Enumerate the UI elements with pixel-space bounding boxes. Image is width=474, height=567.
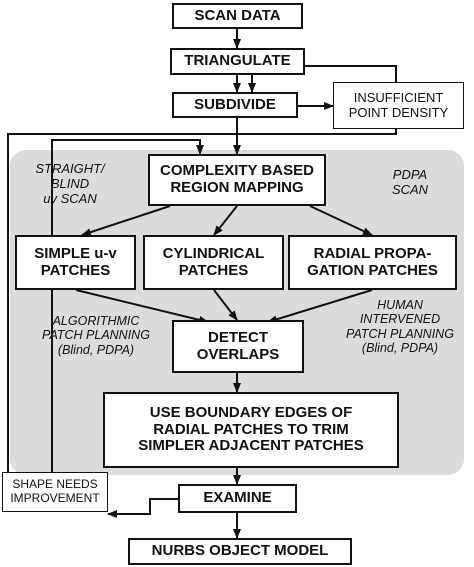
insufficient-point-density-box: INSUFFICIENT POINT DENSITY	[333, 82, 464, 129]
use-boundary-line-3: SIMPLER ADJACENT PATCHES	[138, 437, 364, 455]
pdpa-line-2: SCAN	[391, 181, 429, 197]
human-intervened-patch-planning-label: HUMAN INTERVENED PATCH PLANNING (Blind, …	[330, 298, 470, 356]
use-boundary-line-1: USE BOUNDARY EDGES OF	[149, 403, 353, 421]
arrow-examine-to-shape	[107, 498, 178, 518]
straight-blind-uv-scan-label: STRAIGHT/ BLIND uv SCAN	[10, 161, 130, 207]
arrow-complexity-to-cylindrical	[213, 205, 238, 236]
straight-line-1: STRAIGHT/	[35, 161, 105, 176]
complexity-mapping-box: COMPLEXITY BASED REGION MAPPING	[148, 154, 326, 206]
pdpa-scan-label: PDPA SCAN	[370, 167, 450, 198]
detect-line-2: OVERLAPS	[196, 345, 280, 363]
arrow-radial-to-detect	[267, 289, 373, 324]
cylindrical-line-2: PATCHES	[178, 261, 249, 279]
detect-overlaps-box: DETECT OVERLAPS	[172, 320, 304, 373]
arrow-simple-to-detect	[75, 289, 209, 324]
arrow-complexity-to-radial	[309, 205, 373, 236]
arrow-cylindrical-to-detect	[213, 289, 238, 321]
insufficient-line-1: INSUFFICIENT	[353, 89, 444, 105]
human-line-2: INTERVENED	[359, 312, 441, 327]
algorithmic-patch-planning-label: ALGORITHMIC PATCH PLANNING (Blind, PDPA)	[26, 314, 166, 357]
arrow-insufficient-to-subdivide	[248, 65, 397, 93]
algorithmic-line-1: ALGORITHMIC	[52, 314, 140, 328]
triangulate-box: TRIANGULATE	[170, 48, 305, 75]
straight-line-3: uv SCAN	[43, 190, 97, 206]
simple-line-1: SIMPLE u-v	[34, 244, 117, 262]
use-boundary-edges-box: USE BOUNDARY EDGES OF RADIAL PATCHES TO …	[103, 392, 399, 468]
arrow-complexity-to-simple	[81, 205, 171, 236]
simple-line-2: PATCHES	[40, 261, 111, 279]
shape-needs-improvement-box: SHAPE NEEDS IMPROVEMENT	[2, 472, 108, 512]
detect-line-1: DETECT	[208, 328, 268, 346]
pdpa-line-1: PDPA	[392, 167, 428, 182]
insufficient-line-2: POINT DENSITY	[348, 104, 449, 120]
examine-box: EXAMINE	[178, 484, 297, 513]
human-line-3: PATCH PLANNING	[346, 326, 454, 341]
complexity-line-2: REGION MAPPING	[170, 179, 304, 196]
human-line-1: HUMAN	[377, 298, 423, 312]
scan-data-box: SCAN DATA	[172, 3, 303, 29]
arrow-shape-to-complexity	[51, 139, 204, 472]
algorithmic-line-2: PATCH PLANNING	[42, 328, 150, 343]
cylindrical-patches-box: CYLINDRICAL PATCHES	[143, 235, 284, 290]
radial-propagation-patches-box: RADIAL PROPA- GATION PATCHES	[288, 235, 457, 290]
simple-uv-patches-box: SIMPLE u-v PATCHES	[15, 235, 136, 290]
straight-line-2: BLIND	[50, 175, 90, 191]
subdivide-box: SUBDIVIDE	[172, 92, 298, 118]
shape-line-2: IMPROVEMENT	[10, 491, 100, 505]
radial-line-1: RADIAL PROPA-	[313, 244, 432, 262]
cylindrical-line-1: CYLINDRICAL	[162, 244, 265, 262]
complexity-line-1: COMPLEXITY BASED	[160, 162, 314, 180]
arrow-insufficient-feedback	[7, 129, 397, 472]
nurbs-object-model-box: NURBS OBJECT MODEL	[128, 538, 352, 565]
algorithmic-line-3: (Blind, PDPA)	[57, 342, 135, 357]
use-boundary-line-2: RADIAL PATCHES TO TRIM	[153, 420, 349, 438]
shape-line-1: SHAPE NEEDS	[12, 477, 98, 492]
human-line-4: (Blind, PDPA)	[361, 341, 439, 356]
radial-line-2: GATION PATCHES	[307, 261, 438, 279]
